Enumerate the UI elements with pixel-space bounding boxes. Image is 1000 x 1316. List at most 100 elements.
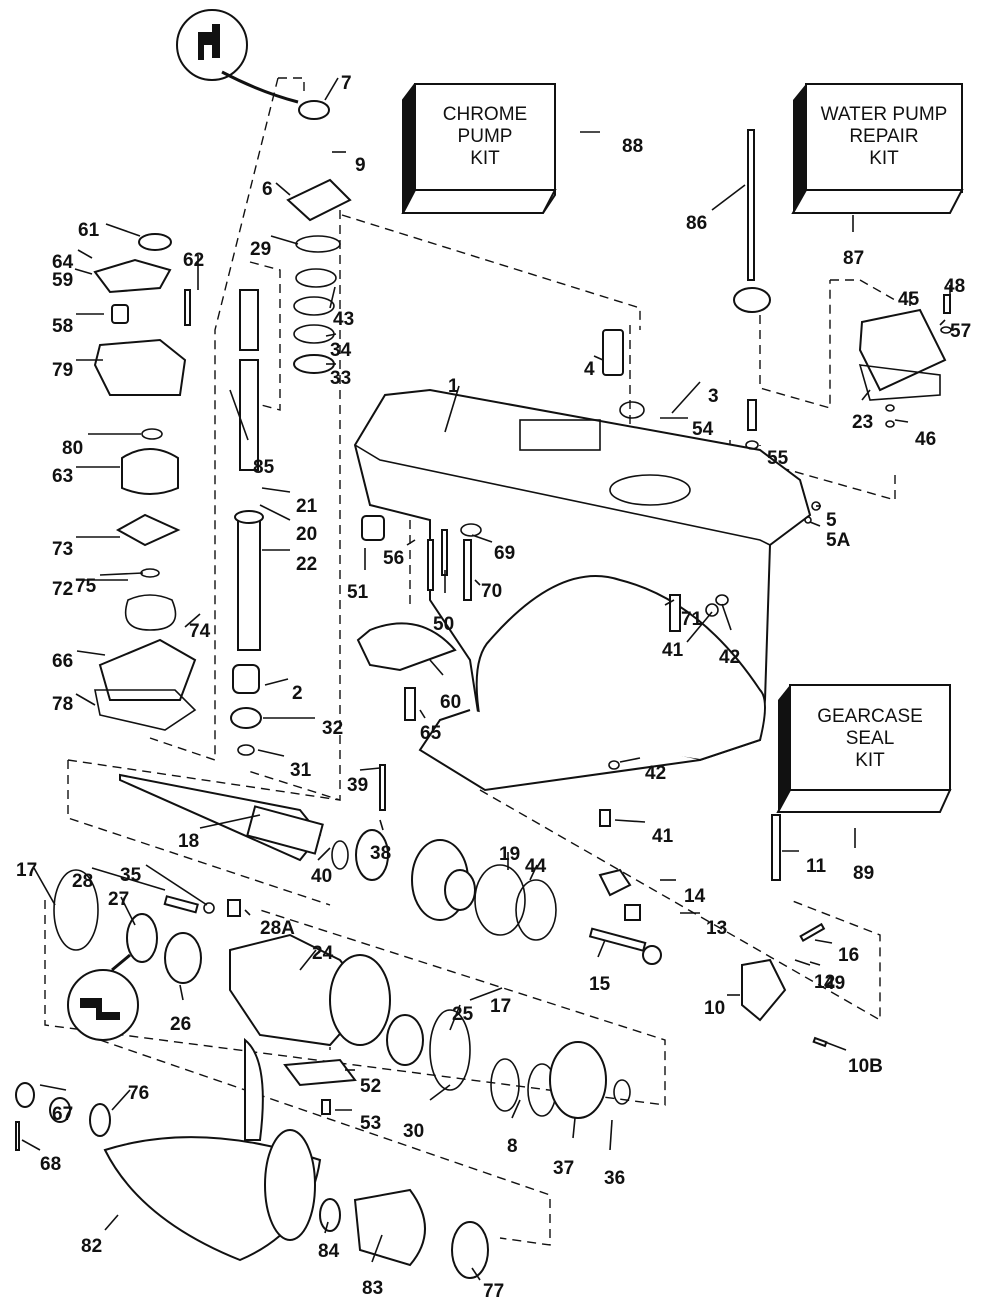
leader-line <box>597 939 606 958</box>
leader-line <box>429 659 444 676</box>
callout-49: 49 <box>824 973 845 994</box>
leader-line <box>429 1084 451 1101</box>
leader-line <box>111 1089 131 1111</box>
callout-31: 31 <box>290 760 312 781</box>
leader-line <box>179 984 184 1001</box>
kit-water-pump-line3: KIT <box>869 148 899 169</box>
callout-40: 40 <box>311 866 332 887</box>
callout-67: 67 <box>52 1104 73 1125</box>
callout-4: 4 <box>584 359 595 380</box>
kit-chrome-pump-line3: KIT <box>470 148 500 169</box>
leader-line <box>711 184 746 211</box>
leader-line <box>184 613 201 628</box>
kit-water-pump-repair: WATER PUMP REPAIR KIT <box>791 83 964 214</box>
callout-74: 74 <box>189 621 211 642</box>
leader-line <box>261 487 291 493</box>
kit-water-pump-line1: WATER PUMP <box>821 104 948 125</box>
kit-gearcase-line2: SEAL <box>846 728 895 749</box>
callout-13: 13 <box>706 918 727 939</box>
callout-71: 71 <box>681 609 703 630</box>
callout-57: 57 <box>950 321 971 342</box>
leader-line <box>471 534 493 543</box>
leader-line <box>894 419 909 423</box>
callout-30: 30 <box>403 1121 424 1142</box>
kit-gearcase-line1: GEARCASE <box>817 706 923 727</box>
callout-61: 61 <box>78 220 100 241</box>
callout-21: 21 <box>296 496 318 517</box>
leader-line <box>593 355 604 361</box>
callout-27: 27 <box>108 889 129 910</box>
driveshaft-parts <box>230 129 952 827</box>
callout-48: 48 <box>944 276 965 297</box>
callout-14: 14 <box>684 886 706 907</box>
leader-line <box>379 819 384 831</box>
callout-32: 32 <box>322 718 343 739</box>
leader-line <box>809 961 821 966</box>
kit-chrome-pump: CHROME PUMP KIT <box>401 83 557 214</box>
callout-54: 54 <box>692 419 714 440</box>
callout-15: 15 <box>589 974 611 995</box>
leader-line <box>229 389 249 441</box>
callout-82: 82 <box>81 1236 102 1257</box>
leader-line <box>120 896 136 926</box>
callout-45: 45 <box>898 289 920 310</box>
kit-chrome-pump-line2: PUMP <box>458 126 513 147</box>
leader-line <box>145 864 208 906</box>
callout-80: 80 <box>62 438 83 459</box>
callout-2: 2 <box>292 683 303 704</box>
propshaft-gear-parts <box>53 764 828 1119</box>
leader-line <box>474 579 481 586</box>
leader-line <box>471 1267 481 1281</box>
callout-39: 39 <box>347 775 368 796</box>
leader-line <box>317 847 331 861</box>
leader-line <box>824 1041 847 1051</box>
callout-58: 58 <box>52 316 73 337</box>
gearcase-housing <box>353 388 812 792</box>
leader-line <box>324 77 339 101</box>
leader-line <box>33 867 56 906</box>
leader-line <box>270 235 299 245</box>
leader-line <box>104 1214 119 1231</box>
callout-62: 62 <box>183 250 204 271</box>
callout-41: 41 <box>652 826 674 847</box>
callout-3: 3 <box>708 386 719 407</box>
leader-line <box>324 1221 329 1234</box>
leader-line <box>419 709 426 719</box>
leader-line <box>671 381 701 414</box>
callout-7: 7 <box>341 73 352 94</box>
callout-75: 75 <box>75 576 97 597</box>
callout-29: 29 <box>250 239 271 260</box>
callout-16: 16 <box>838 945 859 966</box>
leader-line <box>511 1099 521 1119</box>
kit-chrome-pump-line1: CHROME <box>443 104 527 125</box>
leader-line <box>371 1234 383 1263</box>
kit-gearcase-line3: KIT <box>855 750 885 771</box>
kit-gearcase-seal: GEARCASE SEAL KIT <box>776 684 952 813</box>
callout-72: 72 <box>52 579 73 600</box>
callout-17: 17 <box>16 860 37 881</box>
leader-line <box>99 572 144 576</box>
leader-line <box>939 319 946 326</box>
leader-line <box>359 767 381 771</box>
kit-water-pump-line2: REPAIR <box>849 126 918 147</box>
leader-line <box>75 693 96 706</box>
callout-10: 10 <box>704 998 725 1019</box>
callout-5: 5 <box>826 510 837 531</box>
callout-70: 70 <box>481 581 502 602</box>
leader-line <box>664 599 675 606</box>
callout-6: 6 <box>262 179 273 200</box>
callout-78: 78 <box>52 694 73 715</box>
leader-line <box>686 611 713 643</box>
callout-65: 65 <box>420 723 442 744</box>
leader-line <box>76 650 106 656</box>
leader-line <box>572 1117 576 1139</box>
callout-23: 23 <box>852 412 873 433</box>
leader-line <box>609 1119 613 1151</box>
callout-84: 84 <box>318 1241 340 1262</box>
callout-53: 53 <box>360 1113 381 1134</box>
callout-12: 12 <box>814 972 835 993</box>
callout-26: 26 <box>170 1014 191 1035</box>
callout-52: 52 <box>360 1076 381 1097</box>
leader-line <box>794 959 811 966</box>
